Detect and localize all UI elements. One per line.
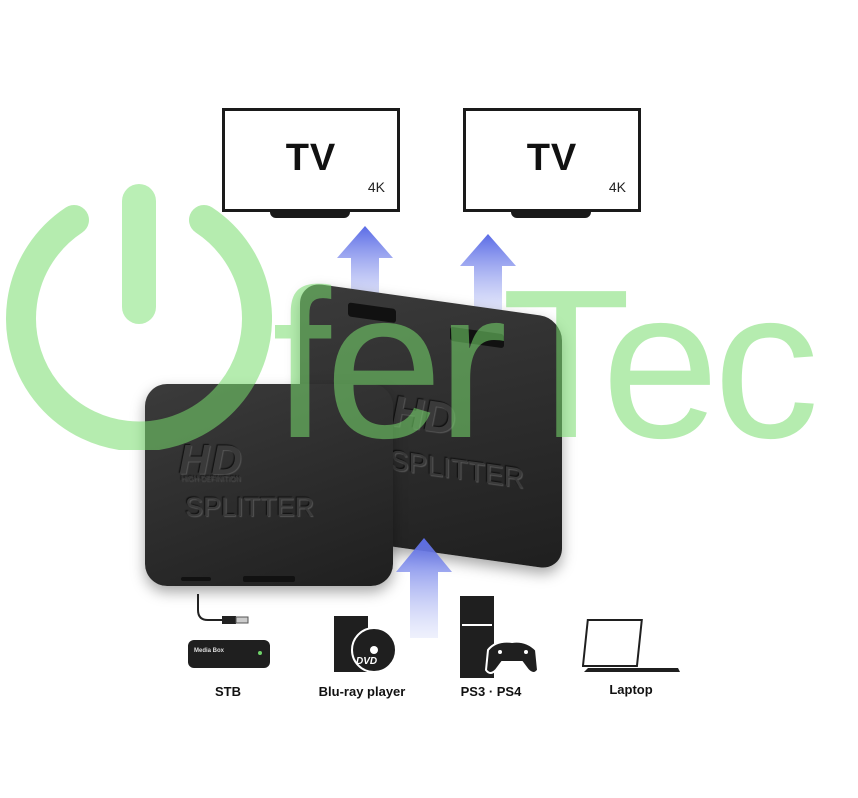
- tv-left-stand: [270, 212, 350, 218]
- usb-power-port: [181, 577, 211, 581]
- stb-box-text: Media Box: [194, 648, 225, 654]
- device-label-playstation: PS3 · PS4: [460, 684, 522, 699]
- watermark-power-icon: [6, 184, 272, 450]
- dvd-icon: [334, 616, 397, 673]
- splitter-front-name: SPLITTER: [185, 492, 315, 522]
- dvd-disc-text: DVD: [356, 656, 378, 667]
- stb-led: [258, 651, 262, 655]
- device-label-laptop: Laptop: [609, 682, 653, 697]
- splitter-front-hd: HD: [179, 436, 244, 483]
- hdmi-input-port: [243, 576, 295, 582]
- tv-right-stand: [511, 212, 591, 218]
- tv-right-label: TV: [526, 137, 578, 179]
- playstation-icon: [460, 596, 540, 678]
- device-label-stb: STB: [215, 684, 241, 699]
- arrow-up-right-icon: [460, 234, 516, 324]
- tv-right-resolution: 4K: [608, 179, 626, 195]
- tv-left: TV 4K: [222, 108, 400, 212]
- tv-left-resolution: 4K: [367, 179, 385, 195]
- usb-cable-icon: [197, 594, 249, 624]
- arrow-up-input-icon: [396, 538, 452, 638]
- tv-left-label: TV: [285, 137, 337, 179]
- device-label-bluray: Blu-ray player: [318, 684, 406, 699]
- laptop-icon: [582, 619, 680, 672]
- splitter-front-hd-sub: HIGH-DEFINITION: [181, 476, 241, 483]
- watermark-text: ferTec: [272, 245, 819, 482]
- stb-icon: Media Box: [188, 640, 270, 668]
- tv-right: TV 4K: [463, 108, 641, 212]
